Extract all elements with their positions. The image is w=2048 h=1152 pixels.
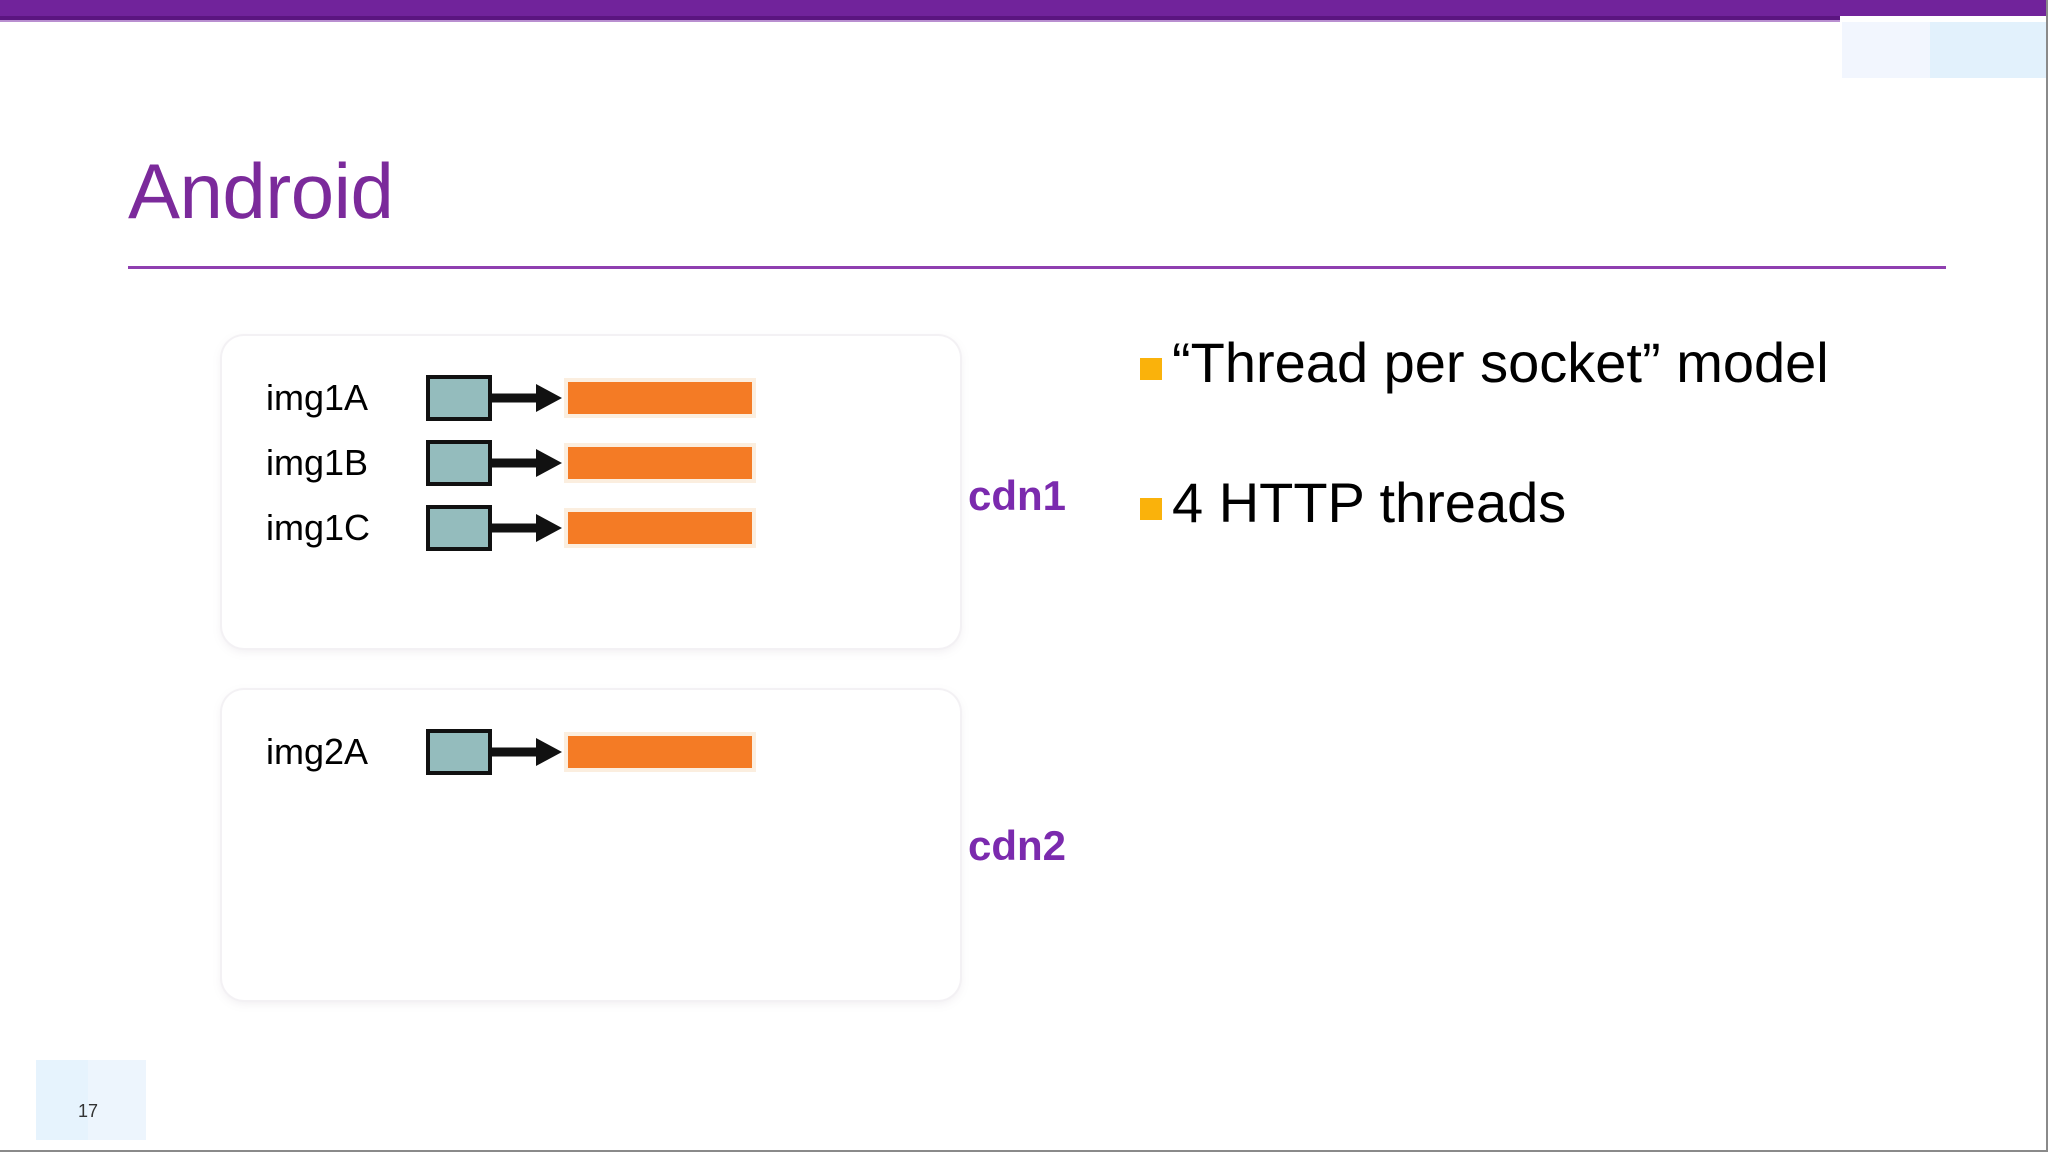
socket-bar-icon (564, 508, 756, 548)
decor-block-bottom-left-secondary (88, 1060, 146, 1140)
socket-bar-icon (564, 732, 756, 772)
bullet-text: 4 HTTP threads (1172, 470, 1567, 534)
socket-bar-icon (564, 378, 756, 418)
title-divider (128, 266, 1946, 269)
top-accent-underline (0, 16, 1840, 20)
arrow-right-icon (492, 738, 562, 766)
thread-box-icon (426, 729, 492, 775)
top-accent-rule (0, 20, 1840, 22)
thread-box-icon (426, 505, 492, 551)
flow-row: img1A (266, 374, 756, 422)
slide-title: Android (128, 147, 394, 235)
cdn1-label: cdn1 (968, 472, 1067, 519)
arrow-right-icon (492, 514, 562, 542)
flow-row-label: img1C (266, 507, 371, 548)
decor-block-bottom-left-primary (36, 1060, 90, 1140)
square-bullet-icon (1140, 497, 1162, 520)
bullet-item: “Thread per socket” model (1140, 332, 2020, 394)
cdn2-label: cdn2 (968, 822, 1067, 869)
flow-row: img1C (266, 504, 756, 552)
decor-block-top-right-primary (1928, 22, 2046, 78)
cdn2-group-card: img2A (222, 690, 960, 1000)
flow-row-label: img1B (266, 442, 369, 483)
thread-box-icon (426, 375, 492, 421)
decor-block-top-right-secondary (1842, 22, 1930, 78)
socket-bar-icon (564, 443, 756, 483)
thread-box-icon (426, 440, 492, 486)
top-accent-bar (0, 0, 2046, 16)
flow-row-label: img1A (266, 377, 369, 418)
flow-row-label: img2A (266, 731, 369, 772)
flow-row: img2A (266, 728, 756, 776)
page-number: 17 (78, 1101, 99, 1121)
square-bullet-icon (1140, 358, 1162, 380)
bullet-item: 4 HTTP threads (1140, 470, 2020, 534)
bullet-list: “Thread per socket” model 4 HTTP threads (1140, 332, 2020, 611)
bullet-text: “Thread per socket” model (1172, 331, 1829, 394)
arrow-right-icon (492, 384, 562, 412)
flow-row: img1B (266, 439, 756, 487)
cdn1-group-card: img1A img1B img1C (222, 336, 960, 648)
arrow-right-icon (492, 449, 562, 477)
